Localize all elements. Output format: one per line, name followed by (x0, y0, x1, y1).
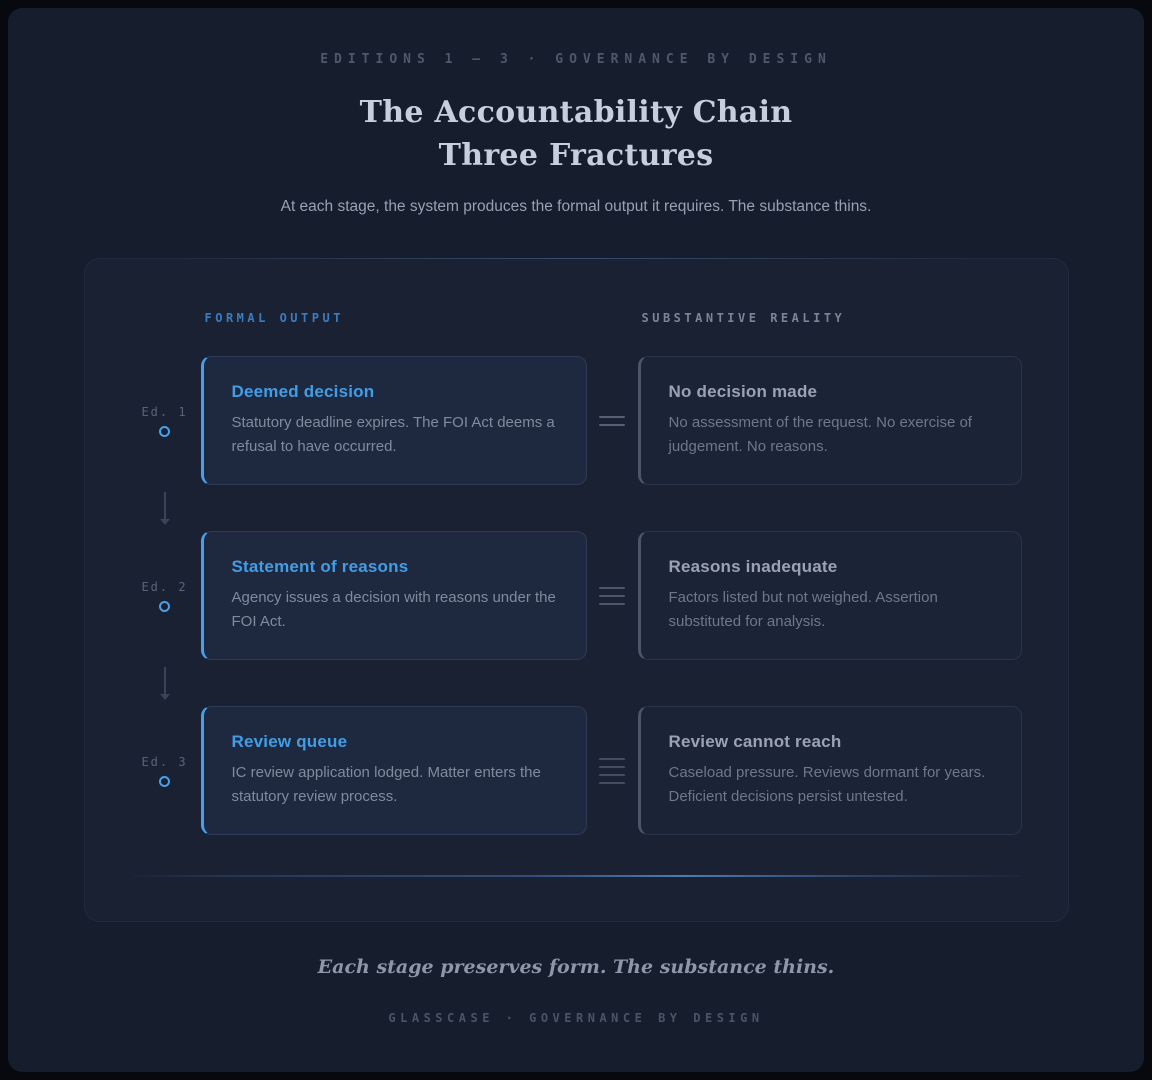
reality-card-3: Review cannot reach Caseload pressure. R… (637, 706, 1022, 835)
gradient-divider (132, 875, 1020, 877)
reality-card-description-3: Caseload pressure. Reviews dormant for y… (668, 764, 986, 805)
edition-rail-1: Ed. 1 (129, 405, 201, 437)
eyebrow-label: EDITIONS 1 – 3 · GOVERNANCE BY DESIGN (320, 52, 832, 67)
page-title: The Accountability Chain Three Fractures (8, 91, 1144, 177)
reality-card-title-3: Review cannot reach (668, 732, 842, 751)
reality-card-1: No decision made No assessment of the re… (637, 356, 1022, 485)
stage-row-3: Ed. 3 Review queue IC review application… (85, 706, 1022, 835)
equals-icon (587, 415, 638, 426)
reality-card-2: Reasons inadequate Factors listed but no… (637, 531, 1022, 660)
page-canvas: EDITIONS 1 – 3 · GOVERNANCE BY DESIGN Th… (8, 8, 1144, 1072)
footer-brand: GLASSCASE · GOVERNANCE BY DESIGN (388, 1011, 764, 1025)
equals-icon (587, 586, 638, 605)
page-title-line2: Three Fractures (438, 138, 714, 173)
stage-row-2: Ed. 2 Statement of reasons Agency issues… (85, 531, 1022, 660)
edition-rail-2: Ed. 2 (129, 580, 201, 612)
down-arrow-icon (129, 660, 201, 706)
stage-row-1: Ed. 1 Deemed decision Statutory deadline… (85, 356, 1022, 485)
formal-output-column-header: FORMAL OUTPUT (204, 311, 344, 325)
formal-card-title-3: Review queue (231, 732, 348, 751)
flow-gap-2 (85, 660, 1020, 706)
down-arrow-icon (129, 485, 201, 531)
formal-card-description-3: IC review application lodged. Matter ent… (231, 764, 541, 805)
edition-marker-icon (159, 425, 170, 437)
reality-card-description-2: Factors listed but not weighed. Assertio… (668, 589, 938, 630)
reality-card-title-1: No decision made (668, 382, 818, 401)
column-headers: FORMAL OUTPUT SUBSTANTIVE REALITY (85, 311, 1020, 325)
footer-tagline: Each stage preserves form. The substance… (317, 956, 835, 978)
edition-label-1: Ed. 1 (141, 404, 188, 419)
formal-card-1: Deemed decision Statutory deadline expir… (200, 356, 587, 485)
page-title-line1: The Accountability Chain (359, 95, 793, 130)
accountability-panel: FORMAL OUTPUT SUBSTANTIVE REALITY Ed. 1 … (83, 258, 1069, 922)
reality-card-description-1: No assessment of the request. No exercis… (668, 414, 972, 455)
edition-rail-3: Ed. 3 (129, 755, 201, 787)
formal-card-3: Review queue IC review application lodge… (200, 706, 587, 835)
formal-card-description-1: Statutory deadline expires. The FOI Act … (231, 414, 555, 455)
edition-marker-icon (159, 775, 170, 787)
formal-card-title-1: Deemed decision (231, 382, 375, 401)
edition-label-2: Ed. 2 (141, 579, 188, 594)
edition-marker-icon (159, 600, 170, 612)
equals-icon (587, 757, 638, 784)
page-header: EDITIONS 1 – 3 · GOVERNANCE BY DESIGN Th… (8, 8, 1144, 220)
edition-label-3: Ed. 3 (141, 754, 188, 769)
formal-card-title-2: Statement of reasons (231, 557, 409, 576)
reality-card-title-2: Reasons inadequate (668, 557, 838, 576)
flow-gap-1 (85, 485, 1020, 531)
substantive-reality-column-header: SUBSTANTIVE REALITY (641, 311, 846, 325)
formal-card-description-2: Agency issues a decision with reasons un… (231, 589, 556, 630)
page-subtitle: At each stage, the system produces the f… (280, 198, 872, 215)
formal-card-2: Statement of reasons Agency issues a dec… (200, 531, 587, 660)
